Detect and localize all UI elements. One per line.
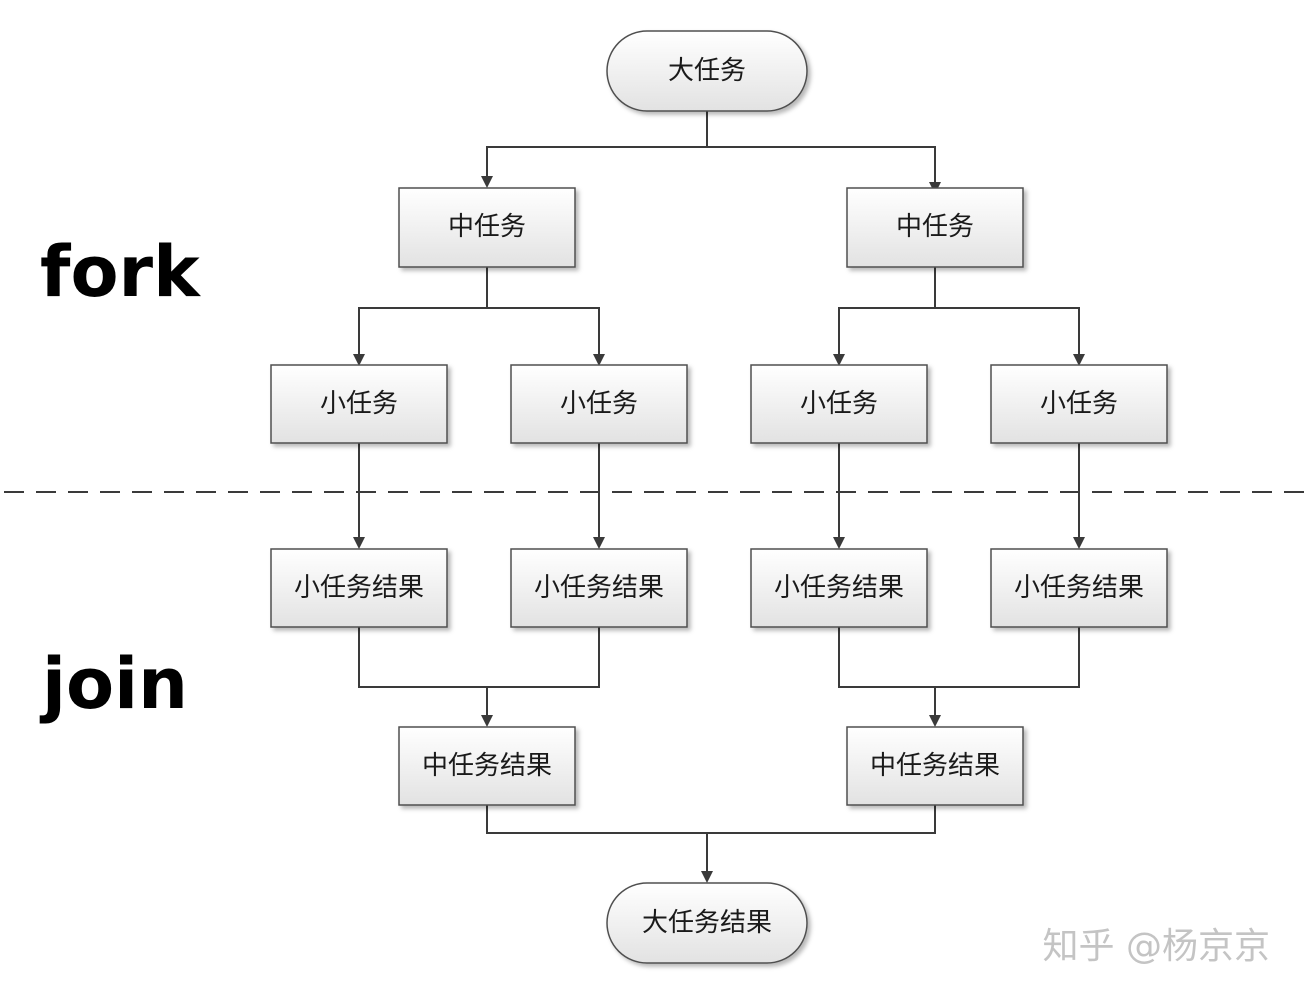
node-small-task-4: 小任务 — [990, 364, 1168, 444]
node-small-task-4-label: 小任务 — [1040, 389, 1118, 419]
node-small-task-2-label: 小任务 — [560, 389, 638, 419]
node-small-result-3: 小任务结果 — [750, 548, 928, 628]
node-small-result-3-label: 小任务结果 — [774, 573, 904, 603]
fork-edges — [353, 111, 1085, 366]
node-small-result-1-label: 小任务结果 — [294, 573, 424, 603]
node-small-result-4-label: 小任务结果 — [1014, 573, 1144, 603]
node-mid-task-left: 中任务 — [398, 187, 576, 268]
node-small-task-3-label: 小任务 — [800, 389, 878, 419]
join-edges — [358, 627, 1080, 883]
edge-results-3-4-merge — [838, 627, 1080, 688]
watermark: 知乎 @杨京京 — [1043, 926, 1270, 967]
node-mid-result-right-label: 中任务结果 — [870, 751, 1000, 781]
edge-mid-right-to-small-3 — [833, 267, 936, 366]
edge-mid-results-merge — [486, 805, 936, 834]
node-small-result-2: 小任务结果 — [510, 548, 688, 628]
edge-big-to-mid-left — [481, 111, 708, 188]
edge-mid-left-to-small-1 — [353, 267, 488, 366]
fork-label: fork — [40, 231, 201, 313]
node-small-result-2-label: 小任务结果 — [534, 573, 664, 603]
cross-edges — [353, 443, 1085, 549]
node-small-task-2: 小任务 — [510, 364, 688, 444]
node-mid-result-left-label: 中任务结果 — [422, 751, 552, 781]
node-mid-task-left-label: 中任务 — [448, 212, 526, 242]
join-label: join — [39, 643, 188, 725]
node-mid-result-left: 中任务结果 — [398, 726, 576, 806]
edge-results-1-2-merge — [358, 627, 600, 688]
node-big-result: 大任务结果 — [606, 882, 808, 964]
node-big-task-label: 大任务 — [668, 56, 746, 86]
edge-big-to-mid-right — [707, 146, 941, 194]
edge-mid-left-to-small-2 — [487, 307, 605, 366]
node-big-result-label: 大任务结果 — [642, 908, 772, 938]
node-small-task-1-label: 小任务 — [320, 389, 398, 419]
node-mid-result-right: 中任务结果 — [846, 726, 1024, 806]
node-small-result-1: 小任务结果 — [270, 548, 448, 628]
edge-mid-right-to-small-4 — [935, 307, 1085, 366]
node-mid-task-right: 中任务 — [846, 187, 1024, 268]
node-small-task-1: 小任务 — [270, 364, 448, 444]
node-mid-task-right-label: 中任务 — [896, 212, 974, 242]
node-big-task: 大任务 — [606, 30, 808, 112]
node-small-result-4: 小任务结果 — [990, 548, 1168, 628]
node-small-task-3: 小任务 — [750, 364, 928, 444]
